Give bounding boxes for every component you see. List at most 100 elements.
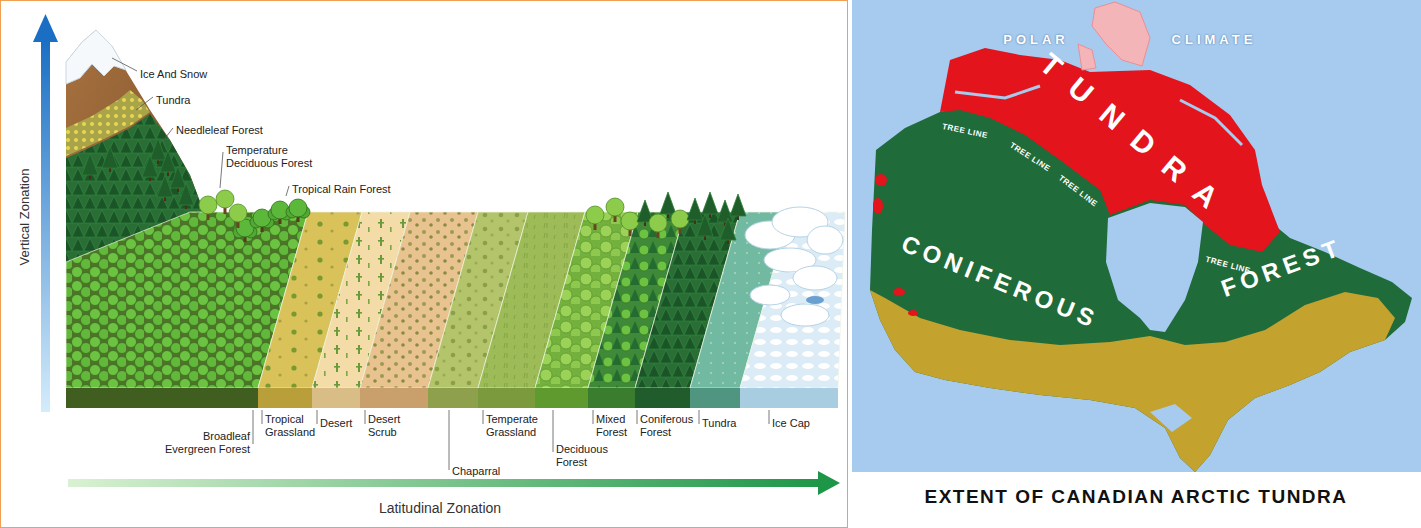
deciduous-tree xyxy=(649,214,667,238)
alpine-tundra-patch xyxy=(875,174,887,186)
alpine-tundra-patch xyxy=(908,310,918,316)
conifer-tree xyxy=(720,218,736,244)
conifer-tree xyxy=(150,138,166,164)
strip-front xyxy=(635,388,690,408)
alpine-tundra-patch xyxy=(893,288,905,296)
strip-front xyxy=(312,388,360,408)
conifer-tree xyxy=(717,200,733,226)
biome-strips xyxy=(66,212,845,388)
biome-label: Chaparral xyxy=(452,465,500,478)
tick-line xyxy=(593,410,594,424)
tick-line xyxy=(365,410,366,424)
arctic-channel xyxy=(955,86,1040,98)
conifer-tree xyxy=(178,183,194,209)
conifer-tree xyxy=(102,146,118,172)
climate-label: CLIMATE xyxy=(1172,32,1257,47)
deciduous-tree xyxy=(229,204,247,228)
horizontal-arrow-head xyxy=(818,471,840,495)
southern-region xyxy=(870,290,1395,472)
biome-label: Desert Scrub xyxy=(368,413,416,439)
conifer-tree xyxy=(697,214,713,240)
leader-line xyxy=(136,97,153,110)
strip-front xyxy=(740,388,838,408)
ice-hollow xyxy=(806,296,824,304)
zone-label: Tundra xyxy=(156,94,190,107)
deciduous-tree xyxy=(199,196,217,220)
deciduous-tree xyxy=(671,210,689,234)
snow-cap xyxy=(66,30,126,84)
canada-map xyxy=(870,2,1412,472)
deciduous-tree xyxy=(586,206,604,230)
biome-label: Tundra xyxy=(702,417,736,430)
strip-front xyxy=(535,388,588,408)
tick-line xyxy=(483,410,484,424)
tick-line xyxy=(262,410,263,424)
strip-front xyxy=(258,388,312,408)
ice-mounds xyxy=(745,207,843,326)
biome-label: Coniferous Forest xyxy=(640,413,698,439)
tick-line xyxy=(553,410,554,452)
zone-label: Tropical Rain Forest xyxy=(292,183,391,196)
biome-label: Desert xyxy=(320,417,352,430)
conifer-tree xyxy=(730,194,746,220)
alpine-tundra-patch xyxy=(873,198,883,214)
strip-fronts xyxy=(66,388,838,408)
conifer-tree xyxy=(702,192,718,218)
strip-front xyxy=(66,388,258,408)
vertical-arrow-head xyxy=(33,14,58,42)
tick-line xyxy=(637,410,638,424)
conifer-tree xyxy=(687,198,703,224)
back-trees xyxy=(199,190,746,244)
leader-line xyxy=(162,128,173,142)
biome-label: Deciduous Forest xyxy=(556,443,618,469)
leader-line xyxy=(220,152,223,188)
zone-label: Temperature Deciduous Forest xyxy=(226,144,321,170)
axis-label: Latitudinal Zonation xyxy=(379,500,501,516)
polar-island xyxy=(1078,44,1096,70)
conifer-tree xyxy=(170,166,186,192)
tick-line xyxy=(253,410,254,444)
tick-line xyxy=(699,410,700,424)
vertical-axis-arrow xyxy=(41,40,50,412)
great-lakes xyxy=(1150,404,1192,432)
strip-front xyxy=(428,388,478,408)
conifer-tree xyxy=(142,155,158,181)
snow-mound xyxy=(750,285,790,305)
biome-label: Tropical Grassland xyxy=(265,413,320,439)
climate-label: POLAR xyxy=(1003,32,1069,47)
axis-label: Vertical Zonation xyxy=(17,169,32,266)
leader-lines xyxy=(112,58,769,470)
rainforest-tree xyxy=(286,199,310,222)
conifer-tree xyxy=(82,153,98,179)
arctic-channel xyxy=(1180,100,1242,145)
biome-label: Broadleaf Evergreen Forest xyxy=(150,430,250,456)
leader-line xyxy=(112,58,137,71)
map-caption: EXTENT OF CANADIAN ARCTIC TUNDRA xyxy=(924,486,1347,508)
horizontal-axis-arrow xyxy=(68,479,820,487)
leader-line xyxy=(286,186,289,196)
strip-front xyxy=(478,388,535,408)
conifer-tree xyxy=(160,150,176,176)
tick-line xyxy=(769,410,770,424)
conifer-tree xyxy=(157,175,173,201)
deciduous-tree xyxy=(621,212,639,236)
tick-line xyxy=(317,410,318,424)
strip-front xyxy=(588,388,635,408)
snow-mound xyxy=(793,266,837,290)
map-sea xyxy=(852,0,1421,472)
biome-label: Mixed Forest xyxy=(596,413,638,439)
strip-front xyxy=(360,388,428,408)
tick-line xyxy=(449,410,450,470)
biome-label: Ice Cap xyxy=(772,417,810,430)
strip-front xyxy=(690,388,740,408)
ice-cap-strip xyxy=(740,212,845,388)
hudson-bay xyxy=(1106,203,1203,332)
zone-label: Needleleaf Forest xyxy=(176,124,263,137)
snow-mound xyxy=(807,226,843,254)
snow-mound xyxy=(781,304,829,326)
biome-label: Temperate Grassland xyxy=(486,413,556,439)
panel-frame xyxy=(1,1,848,528)
polar-island xyxy=(1092,2,1150,66)
zone-label: Ice And Snow xyxy=(140,68,207,81)
